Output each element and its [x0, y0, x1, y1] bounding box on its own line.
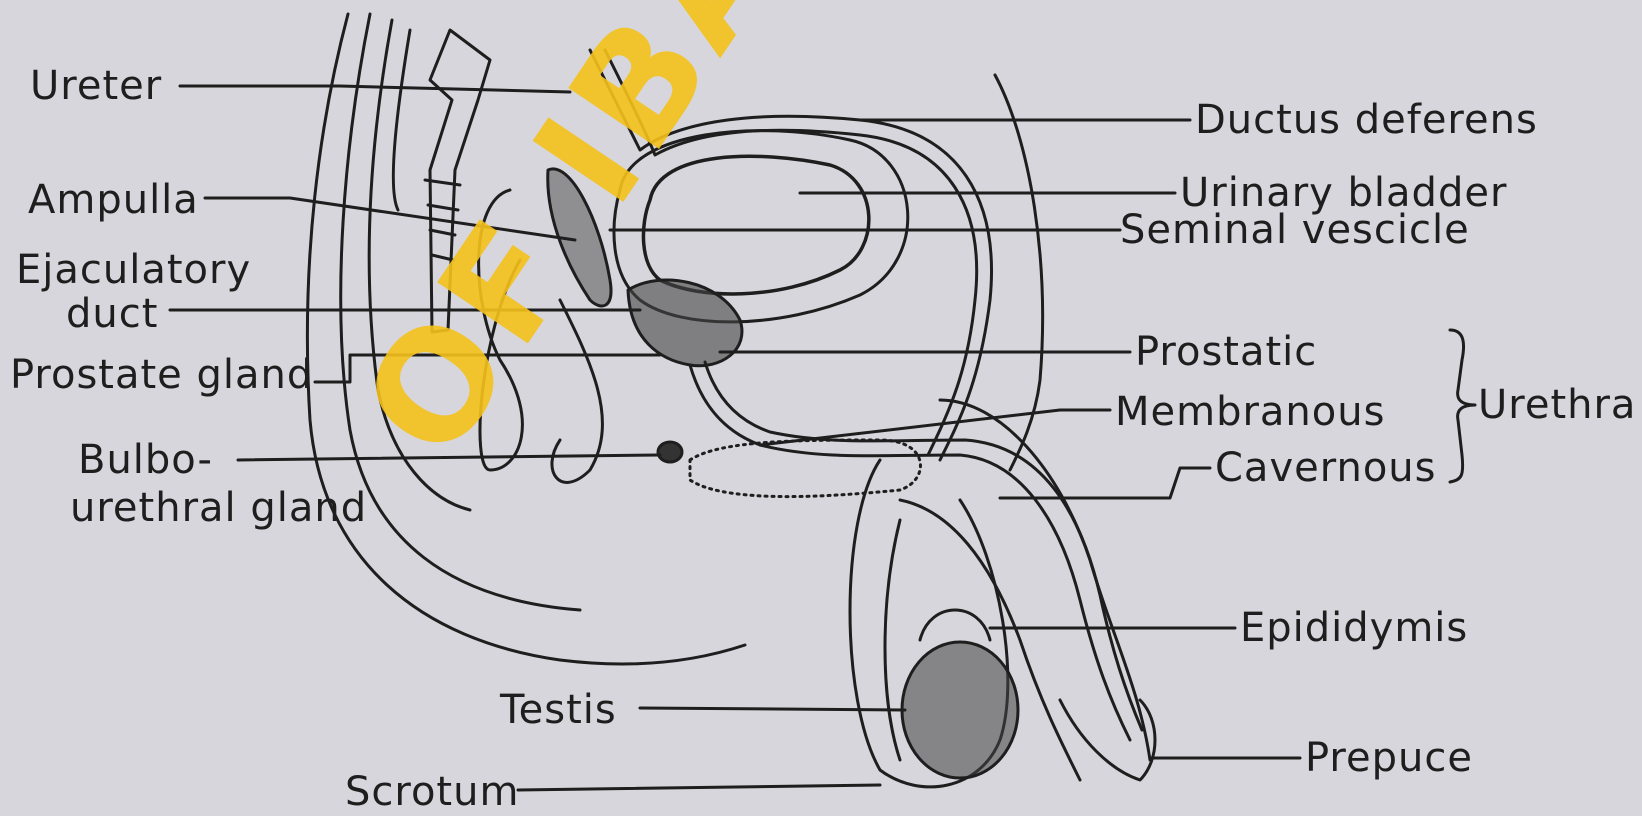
leader-scrotum — [518, 785, 880, 790]
urethra-brace — [1450, 330, 1475, 482]
abdominal-wall — [995, 75, 1043, 470]
label-bulbourethral-line1: Bulbo- — [78, 440, 213, 480]
label-bulbourethral-line2: urethral gland — [70, 488, 367, 528]
label-scrotum: Scrotum — [345, 772, 519, 812]
label-prostate-gland: Prostate gland — [10, 355, 313, 395]
label-ureter: Ureter — [30, 66, 162, 106]
label-ampulla: Ampulla — [28, 180, 199, 220]
label-ejaculatory-duct-line2: duct — [66, 294, 158, 334]
label-ductus-deferens: Ductus deferens — [1195, 100, 1538, 140]
label-cavernous: Cavernous — [1215, 448, 1436, 488]
label-membranous: Membranous — [1115, 392, 1385, 432]
label-epididymis: Epididymis — [1240, 608, 1468, 648]
leader-ureter — [180, 86, 570, 92]
epididymis-shape — [920, 610, 990, 640]
scrotal-inner-line — [885, 520, 900, 760]
label-testis: Testis — [500, 690, 617, 730]
label-prepuce: Prepuce — [1305, 738, 1473, 778]
rectum-outline-3 — [393, 30, 410, 210]
corpus-spongiosum — [690, 440, 920, 497]
label-ejaculatory-duct-line1: Ejaculatory — [16, 250, 251, 290]
label-seminal-vesicle: Seminal vescicle — [1120, 210, 1470, 250]
bulbourethral-gland-shape — [658, 442, 682, 462]
leader-testis — [640, 708, 905, 710]
label-prostatic: Prostatic — [1135, 332, 1317, 372]
testis-shape — [902, 642, 1018, 778]
label-urethra: Urethra — [1478, 385, 1636, 425]
